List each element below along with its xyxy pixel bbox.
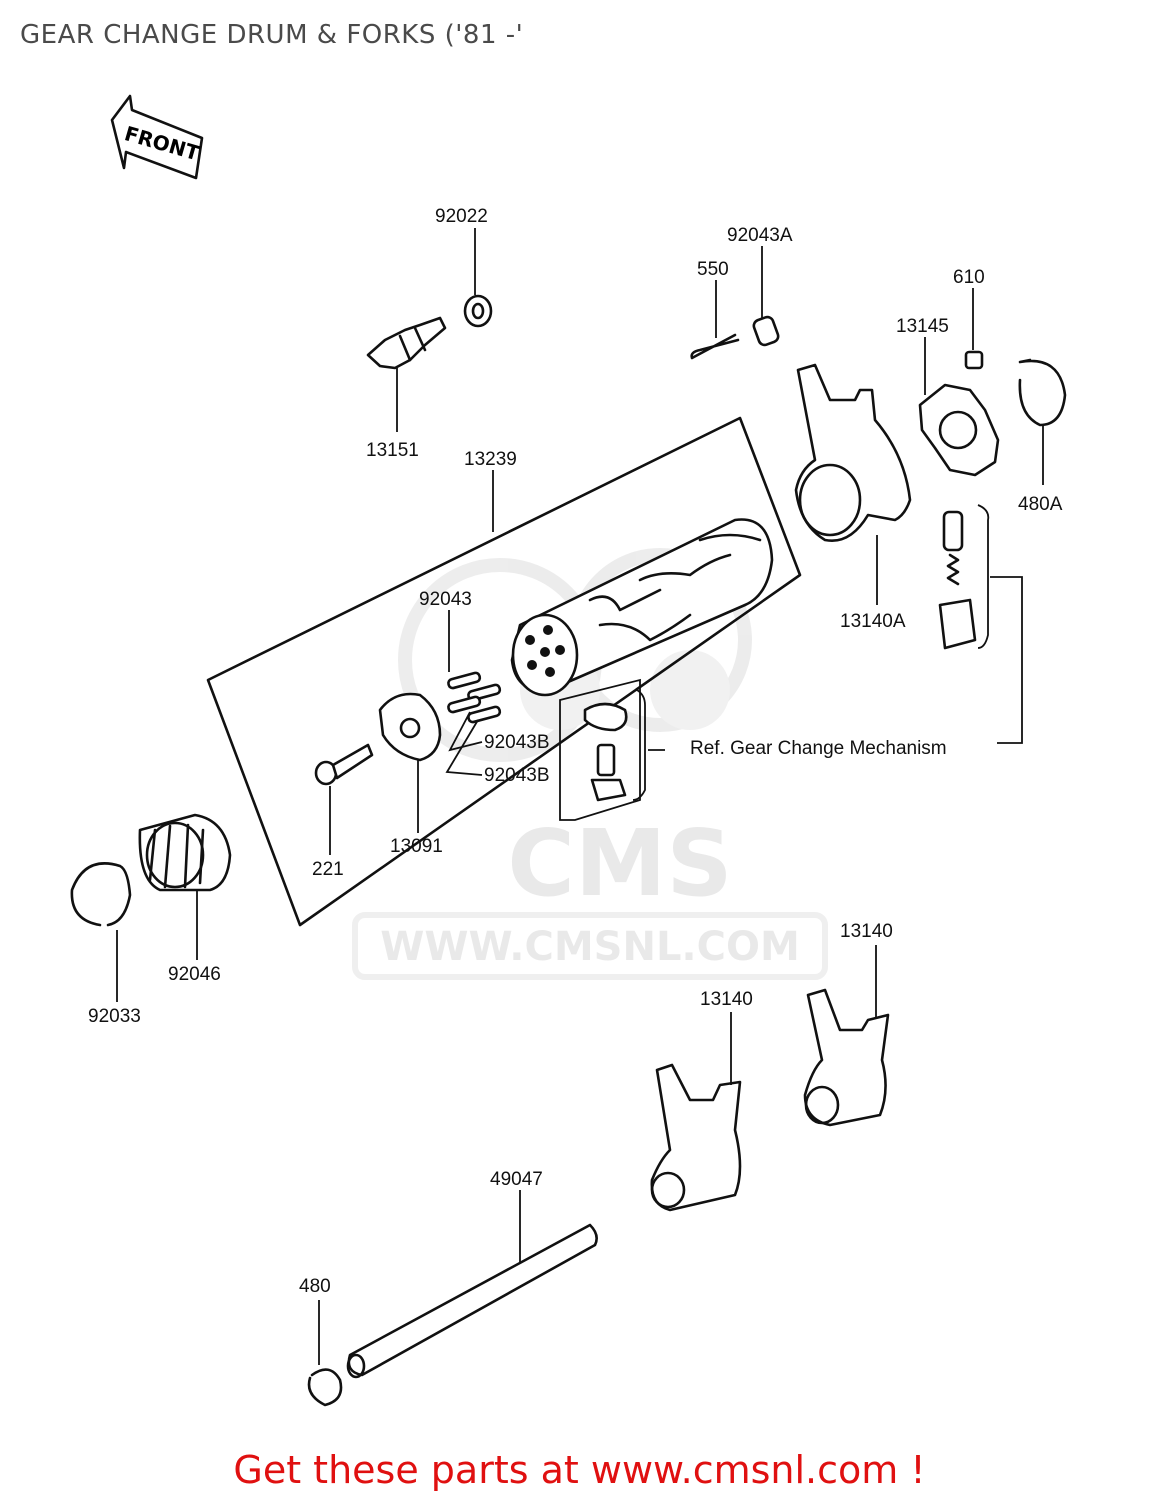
shift-fork-13140-right	[803, 945, 890, 1127]
callout-13151: 13151	[366, 440, 419, 461]
footer-call-to-action-link[interactable]: Get these parts at www.cmsnl.com !	[233, 1448, 926, 1492]
callout-92043B-upper: 92043B	[484, 732, 550, 753]
pin-92043A	[752, 246, 780, 347]
shift-fork-13140A	[794, 363, 912, 605]
neutral-switch-13151	[366, 316, 447, 432]
callout-550: 550	[697, 259, 729, 280]
callout-13140-right: 13140	[840, 921, 893, 942]
circlip-480	[307, 1300, 343, 1407]
callout-92046: 92046	[168, 964, 221, 985]
pin-610	[964, 288, 984, 370]
callout-ref-gear-change-mechanism: Ref. Gear Change Mechanism	[690, 738, 947, 759]
pins-92043	[445, 610, 502, 776]
washer-92022	[463, 228, 493, 328]
screw-221	[314, 743, 374, 855]
callout-49047: 49047	[490, 1169, 543, 1190]
page-title: GEAR CHANGE DRUM & FORKS ('81 -'	[20, 20, 524, 50]
callout-480: 480	[299, 1276, 331, 1297]
bolt-washer-group	[559, 678, 665, 821]
callout-92043B-lower: 92043B	[484, 765, 550, 786]
cam-plate-13145	[918, 337, 1000, 477]
watermark-logo-text: CMS	[507, 810, 732, 917]
callout-13145: 13145	[896, 316, 949, 337]
gear-change-drum-13239	[510, 518, 774, 697]
watermark-url-text: WWW.CMSNL.COM	[380, 924, 800, 970]
callout-610: 610	[953, 267, 985, 288]
callout-13140-left: 13140	[700, 989, 753, 1010]
detent-spring-plunger	[938, 504, 1023, 744]
needle-bearing-92046	[138, 813, 232, 960]
circlip-480A	[1018, 358, 1067, 485]
drum-plate-13091	[378, 692, 442, 833]
callout-92033: 92033	[88, 1006, 141, 1027]
fork-shaft-49047	[346, 1190, 598, 1379]
callout-13140A: 13140A	[840, 611, 906, 632]
callout-13239: 13239	[464, 449, 517, 470]
callout-221: 221	[312, 859, 344, 880]
callout-480A: 480A	[1018, 494, 1063, 515]
callout-92043A: 92043A	[727, 225, 793, 246]
callout-92043: 92043	[419, 589, 472, 610]
circlip-92033	[70, 862, 132, 1002]
callout-13091: 13091	[390, 836, 443, 857]
front-arrow-icon: FRONT	[110, 94, 204, 180]
drum-assembly-outline	[206, 416, 802, 927]
callout-92022: 92022	[435, 206, 488, 227]
split-pin-550	[690, 280, 740, 360]
shift-fork-13140-left	[650, 1012, 742, 1212]
exploded-parts-diagram: CMS WWW.CMSNL.COM FRONT 92022 13151 13	[70, 94, 1067, 1407]
